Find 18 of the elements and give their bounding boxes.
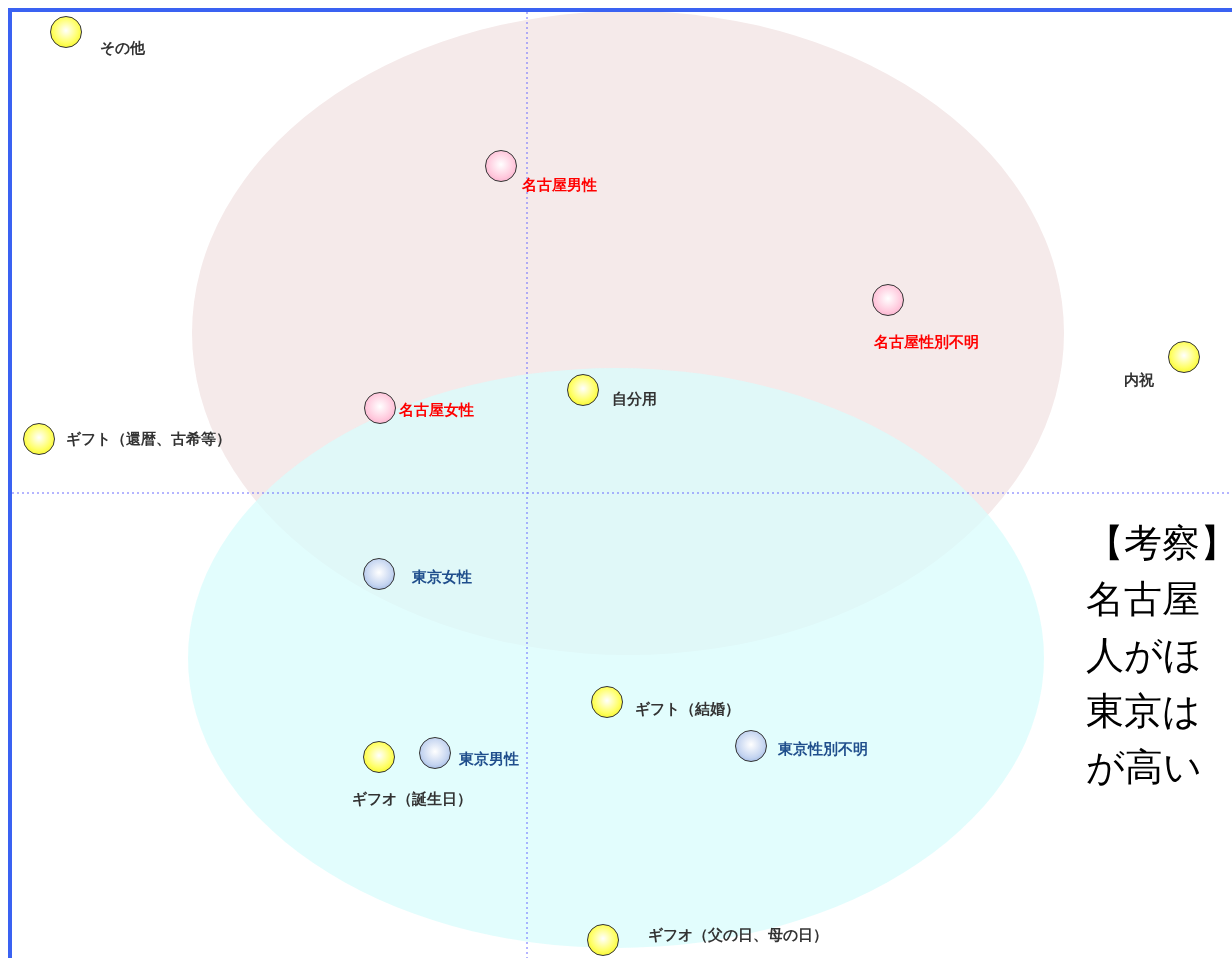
note-text: が高い: [1086, 744, 1202, 790]
point-label: その他: [100, 39, 145, 57]
point-label: 名古屋性別不明: [874, 333, 979, 351]
point-label: ギフト（還暦、古希等）: [66, 430, 231, 448]
note-text: 【考察】: [1086, 520, 1232, 566]
note-text: 東京は: [1086, 688, 1201, 734]
note-text: 名古屋: [1086, 576, 1200, 622]
point-label: 東京性別不明: [778, 740, 868, 758]
point-label: 内祝: [1124, 371, 1154, 389]
point-label: ギフオ（父の日、母の日）: [648, 926, 828, 944]
point-label: 名古屋女性: [399, 401, 474, 419]
point-label: 自分用: [612, 390, 657, 408]
point-label: 東京女性: [412, 568, 472, 586]
point-label: ギフト（結婚）: [635, 700, 740, 718]
note-text: 人がほ: [1086, 632, 1202, 678]
point-label: 東京男性: [459, 750, 519, 768]
point-label: ギフオ（誕生日）: [352, 790, 472, 808]
point-label: 名古屋男性: [522, 176, 597, 194]
